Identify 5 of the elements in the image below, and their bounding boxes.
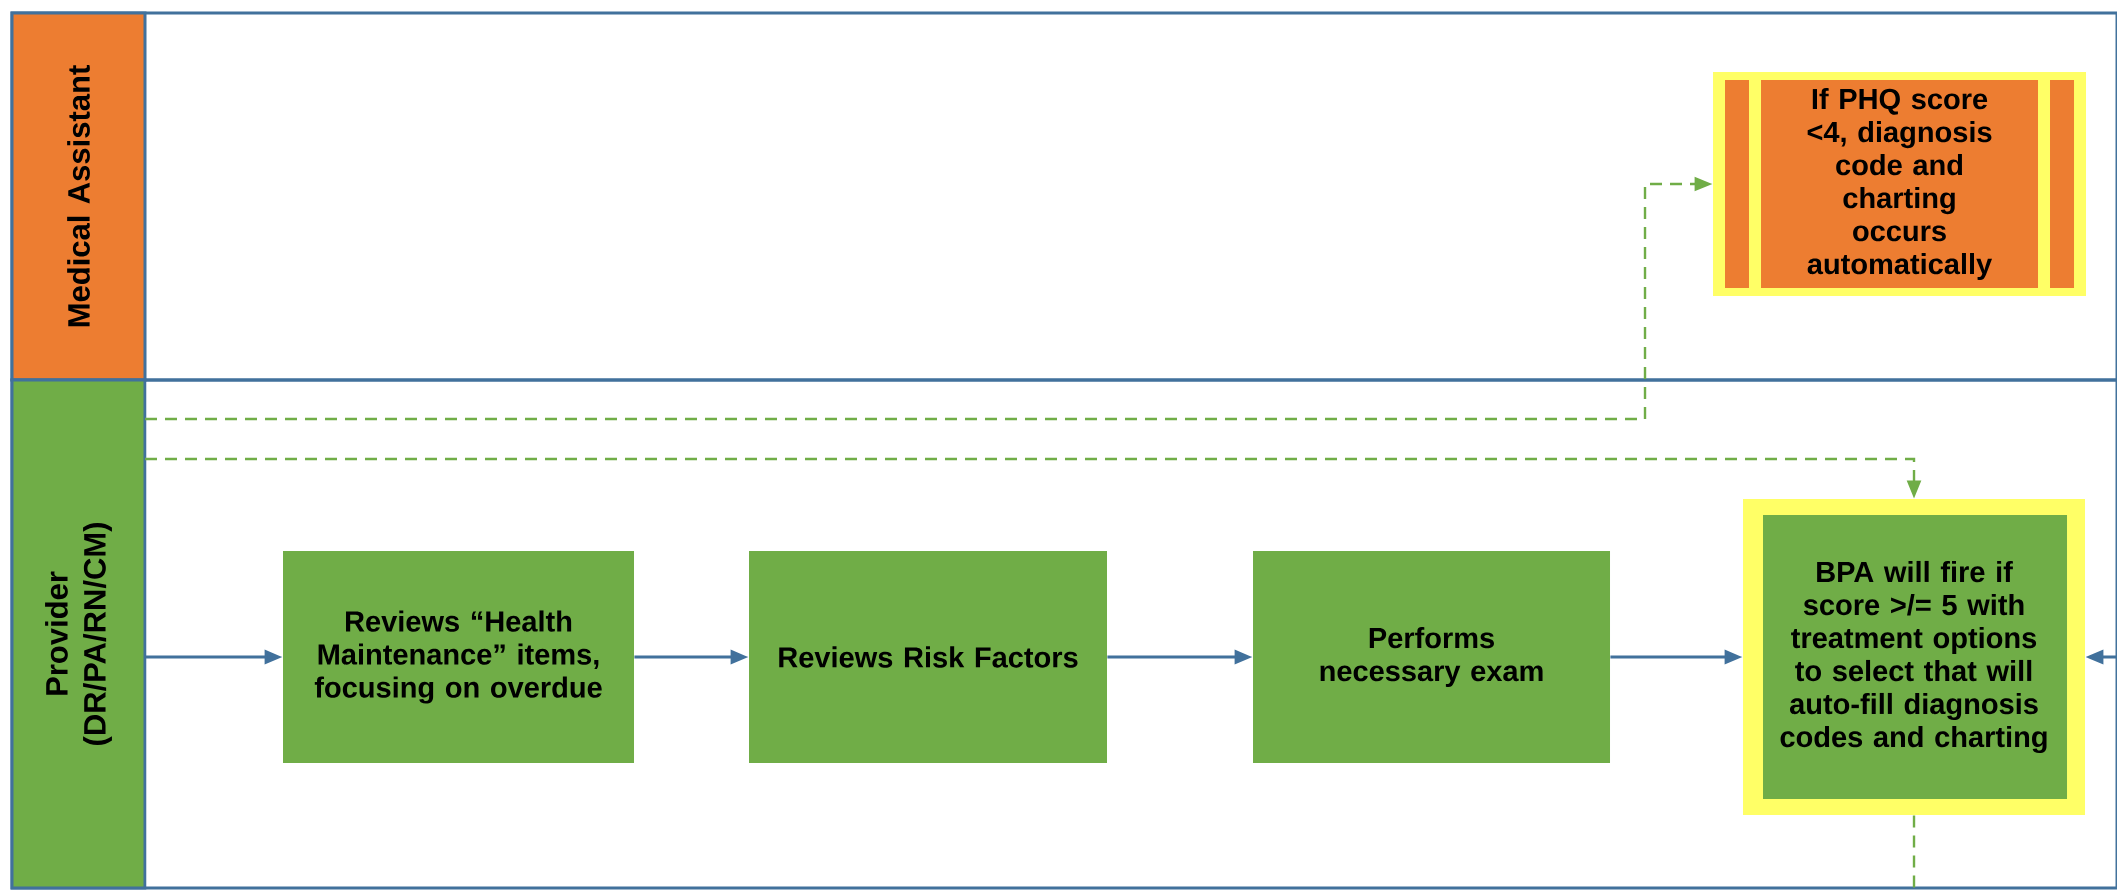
predefined-process-box: If PHQ score <4, diagnosis code and charting occurs automatically bbox=[1713, 72, 2086, 296]
highlighted-process-box: BPA will fire if score >/= 5 with treatment options to select that will auto-fill diagnosis codes and charting bbox=[1743, 499, 2085, 815]
process-box: Reviews “Health Maintenance” items, focusing on overdue bbox=[283, 551, 634, 763]
process-box: Performs necessary exam bbox=[1253, 551, 1610, 763]
process-box: Reviews Risk Factors bbox=[749, 551, 1107, 763]
